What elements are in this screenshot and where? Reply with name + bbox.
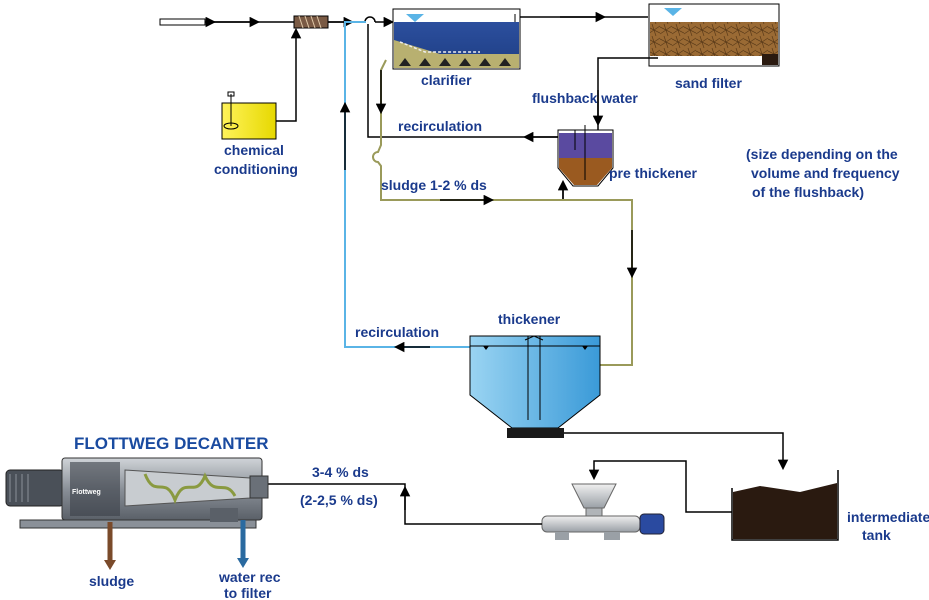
intermediate-tank — [731, 470, 839, 541]
chemical-label-line1: chemical — [224, 142, 284, 158]
ds-34-label: 3-4 % ds — [312, 464, 369, 480]
note-line3: of the flushback) — [752, 184, 864, 200]
sludge-12ds-label: sludge 1-2 % ds — [381, 177, 487, 193]
inlet-pipe — [159, 16, 217, 28]
chemical-label-line2: conditioning — [214, 161, 298, 177]
sand-filter — [648, 3, 780, 67]
water-rec-label-line2: to filter — [224, 585, 272, 600]
recirculation-top-label: recirculation — [398, 118, 482, 134]
chemical-tank — [221, 27, 302, 140]
pre-thickener — [557, 125, 614, 187]
water-rec-label-line1: water rec — [218, 569, 281, 585]
recirculation-top-line — [367, 24, 558, 138]
feed-pump — [541, 483, 665, 540]
note-line2: volume and frequency — [751, 165, 900, 181]
recirculation-mid-label: recirculation — [355, 324, 439, 340]
pre-thickener-label: pre thickener — [609, 165, 697, 181]
sludge-line-12ds — [372, 59, 633, 366]
intermediate-label-line2: tank — [862, 527, 891, 543]
ds-225-label: (2-2,5 % ds) — [300, 492, 378, 508]
decanter-machine — [5, 457, 269, 529]
intermediate-label-line1: intermediate — [847, 509, 929, 525]
decanter-title: FLOTTWEG DECANTER — [74, 434, 269, 453]
sludge-out-label: sludge — [89, 573, 134, 589]
clarifier-label: clarifier — [421, 72, 472, 88]
decanter-brand-label: Flottweg — [72, 489, 101, 496]
thickener-tank — [469, 335, 601, 438]
sand-filter-label: sand filter — [675, 75, 742, 91]
thickener-to-tank-line — [564, 432, 789, 471]
thickener-label: thickener — [498, 311, 561, 327]
tank-to-pump-line — [588, 460, 732, 513]
note-line1: (size depending on the — [746, 146, 898, 162]
clarifier-tank — [392, 8, 521, 70]
flushback-label: flushback water — [532, 90, 638, 106]
feed-line — [214, 15, 395, 29]
